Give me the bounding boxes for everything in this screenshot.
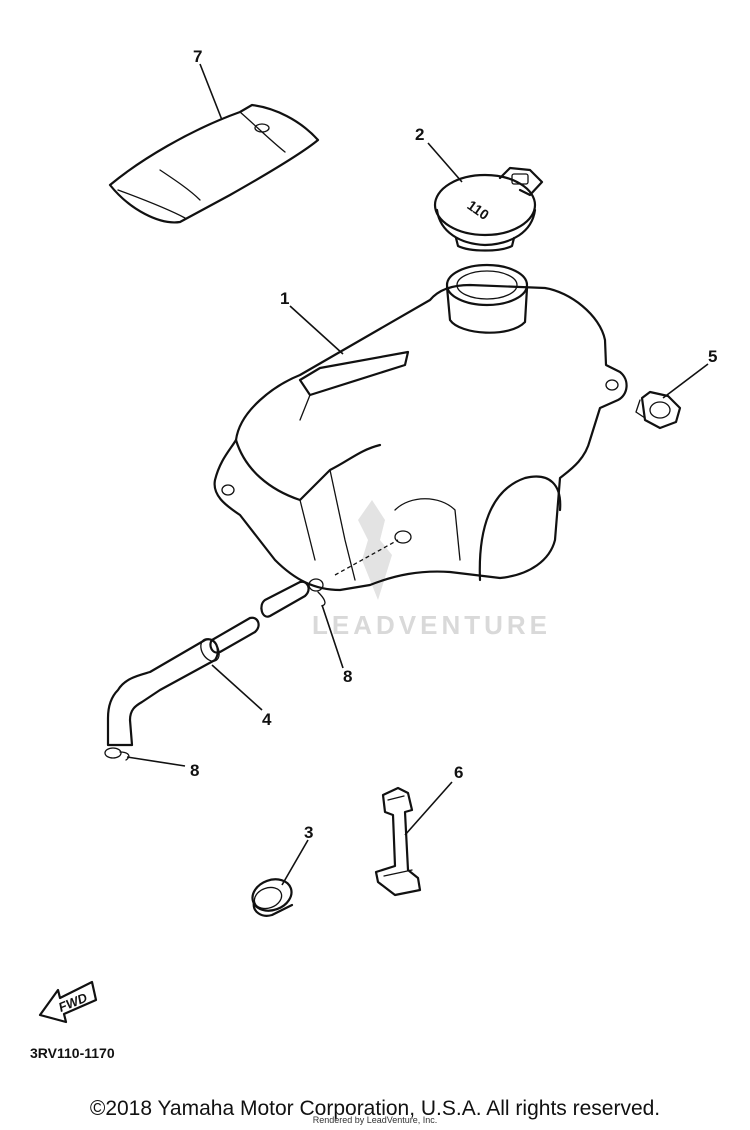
callout-4: 4 [262, 710, 272, 729]
copyright-notice: ©2018 Yamaha Motor Corporation, U.S.A. A… [89, 1097, 661, 1120]
callout-2: 2 [415, 125, 424, 144]
part-4-hose[interactable] [106, 580, 310, 747]
part-6-band[interactable] [374, 786, 422, 897]
callout-8-lower: 8 [190, 761, 199, 780]
callout-6: 6 [454, 763, 463, 782]
callout-1: 1 [280, 289, 289, 308]
leadventure-watermark: LEADVENTURE [312, 500, 551, 640]
fwd-arrow-icon: FWD [38, 980, 98, 1024]
callout-8-upper: 8 [343, 667, 352, 686]
callout-numbers: 7 2 1 5 8 4 8 6 3 [190, 47, 717, 842]
rendered-by-notice: Rendered by LeadVenture, Inc. [312, 1115, 438, 1125]
callout-3: 3 [304, 823, 313, 842]
callout-5: 5 [708, 347, 717, 366]
part-5-bolt[interactable] [635, 390, 682, 430]
watermark-text: LEADVENTURE [312, 610, 551, 640]
cap-marking: 110 [464, 197, 492, 223]
diagram-code: 3RV110-1170 [30, 1045, 115, 1061]
part-7-tool-bag[interactable] [108, 103, 320, 224]
part-2-cap[interactable]: 110 [433, 166, 544, 252]
part-3-grommet[interactable] [248, 874, 296, 917]
part-1-reservoir-tank[interactable] [213, 263, 628, 592]
callout-7: 7 [193, 47, 202, 66]
part-8-clip-upper[interactable] [308, 578, 326, 607]
leader-lines [126, 63, 709, 886]
part-8-clip-lower[interactable] [104, 747, 130, 761]
